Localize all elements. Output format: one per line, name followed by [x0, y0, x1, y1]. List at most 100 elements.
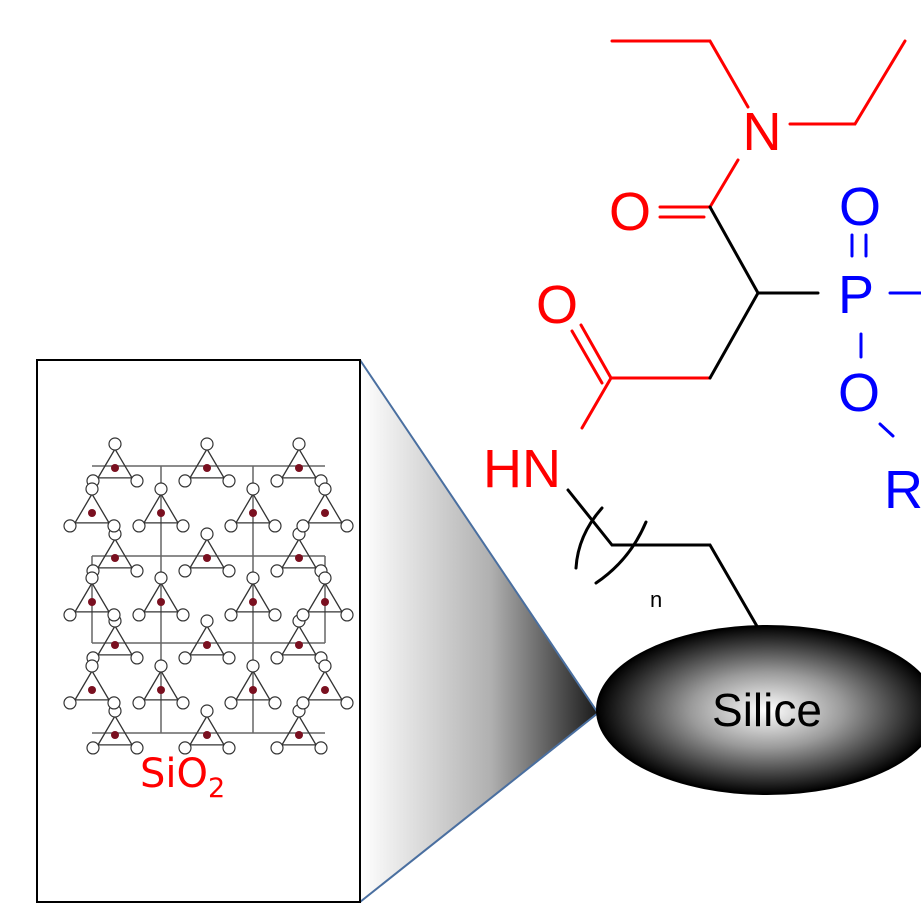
- atom-o-amide-bottom: O: [536, 275, 578, 335]
- silicon-atom: [88, 509, 96, 517]
- oxygen-atom: [222, 474, 236, 488]
- sio4-tetrahedron: [73, 581, 111, 613]
- silicon-atom: [111, 554, 119, 562]
- oxygen-atom: [130, 564, 144, 578]
- oxygen-atom: [176, 696, 190, 710]
- oxygen-atom: [222, 564, 236, 578]
- sio4-tetrahedron: [96, 624, 134, 656]
- silicon-atom: [249, 598, 257, 606]
- carbonyl-nh-bond: [580, 376, 613, 430]
- silicon-atom: [249, 686, 257, 694]
- carbonyl-ch-bond: [708, 205, 760, 295]
- atom-r-group: R: [884, 460, 921, 520]
- oxygen-atom: [132, 519, 146, 533]
- oxygen-atom: [178, 474, 192, 488]
- sio4-tetrahedron: [96, 537, 134, 569]
- zoom-shading: [360, 360, 598, 902]
- silicon-atom: [203, 731, 211, 739]
- oxygen-atom: [224, 608, 238, 622]
- oxygen-atom: [154, 482, 168, 496]
- oxygen-atom: [107, 608, 121, 622]
- oxygen-atom: [63, 696, 77, 710]
- oxygen-atom: [270, 651, 284, 665]
- sio4-tetrahedron: [306, 581, 344, 613]
- oxygen-atom: [200, 614, 214, 628]
- silicon-atom: [295, 731, 303, 739]
- oxygen-atom: [268, 696, 282, 710]
- oxygen-atom: [132, 608, 146, 622]
- oxygen-atom: [176, 608, 190, 622]
- sio4-tetrahedron: [188, 624, 226, 656]
- oxygen-atom: [340, 608, 354, 622]
- sio4-tetrahedron: [280, 447, 318, 479]
- oxygen-atom: [107, 696, 121, 710]
- sio4-tetrahedron: [188, 537, 226, 569]
- atom-hn: HN: [483, 439, 561, 499]
- silica-lattice: [63, 437, 354, 755]
- oxygen-atom: [200, 527, 214, 541]
- silicon-atom: [295, 641, 303, 649]
- repeat-subscript-n: n: [650, 587, 662, 612]
- oxygen-atom: [222, 741, 236, 755]
- oxygen-atom: [130, 651, 144, 665]
- sio4-tetrahedron: [306, 492, 344, 524]
- sio4-tetrahedron: [234, 581, 272, 613]
- oxygen-atom: [340, 519, 354, 533]
- silicon-atom: [203, 464, 211, 472]
- oxygen-atom: [292, 437, 306, 451]
- amide-bonds: [570, 39, 907, 430]
- oxygen-atom: [86, 741, 100, 755]
- silicon-atom: [321, 686, 329, 694]
- alkyl-linker: [566, 488, 760, 630]
- carbonyl-bottom-double-2: [570, 329, 604, 385]
- zoom-line-top: [359, 359, 599, 714]
- backbone-bonds: [566, 205, 820, 630]
- oxygen-atom: [154, 571, 168, 585]
- zoom-callout: [359, 359, 599, 903]
- atom-o-phosphoryl: O: [839, 177, 881, 237]
- oxygen-atom: [224, 696, 238, 710]
- ethyl-left-bond: [610, 39, 750, 109]
- oxygen-atom: [63, 608, 77, 622]
- oxygen-atom: [130, 741, 144, 755]
- silicon-atom: [203, 641, 211, 649]
- repeat-bracket-right: [594, 520, 648, 585]
- oxygen-atom: [314, 741, 328, 755]
- silicon-atom: [321, 509, 329, 517]
- oxygen-atom: [85, 571, 99, 585]
- repeat-bracket-left: [574, 506, 604, 570]
- sio2-inset: SiO2: [36, 359, 361, 903]
- silicon-atom: [249, 509, 257, 517]
- atom-p: P: [838, 265, 874, 325]
- sio4-tetrahedron: [96, 447, 134, 479]
- sio4-tetrahedron: [234, 669, 272, 701]
- oxygen-atom: [222, 651, 236, 665]
- oxygen-atom: [200, 437, 214, 451]
- silicon-atom: [157, 509, 165, 517]
- oxygen-atom: [318, 482, 332, 496]
- oxygen-atom: [270, 474, 284, 488]
- carbonyl-bottom-double-1: [579, 323, 613, 380]
- silicon-atom: [88, 598, 96, 606]
- inset-frame: [36, 359, 361, 903]
- silica-particle: Silice: [596, 625, 921, 795]
- oxygen-atom: [132, 696, 146, 710]
- silica-sphere: [596, 625, 921, 795]
- atom-labels: N O O P O R O HN n: [483, 102, 921, 612]
- sio4-tetrahedron: [188, 447, 226, 479]
- silicon-atom: [111, 464, 119, 472]
- oxygen-atom: [246, 482, 260, 496]
- silicon-atom: [295, 464, 303, 472]
- oxygen-atom: [340, 696, 354, 710]
- sio4-tetrahedron: [234, 492, 272, 524]
- sio4-tetrahedron: [306, 669, 344, 701]
- oxygen-atom: [108, 437, 122, 451]
- ch2-ch-bond: [708, 291, 760, 380]
- atom-o-amide-top: O: [609, 182, 651, 242]
- oxygen-atom: [63, 519, 77, 533]
- oxygen-atom: [85, 482, 99, 496]
- oxygen-atom: [178, 741, 192, 755]
- sio4-tetrahedron: [280, 624, 318, 656]
- oxygen-atom: [246, 571, 260, 585]
- oxygen-atom: [176, 519, 190, 533]
